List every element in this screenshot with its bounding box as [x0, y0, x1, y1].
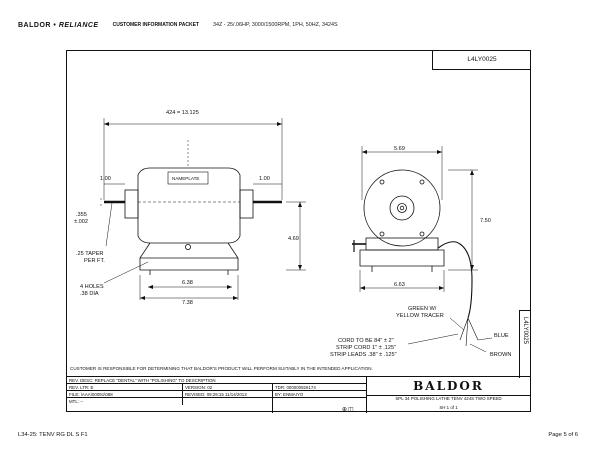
dim-left-ext: 1.00	[100, 176, 111, 182]
drawing-frame	[66, 50, 531, 412]
dim-end-width: 5.69	[394, 146, 405, 152]
note-brown: BROWN	[490, 352, 511, 358]
side-drawing-number-box: L4LY0025	[519, 310, 531, 378]
title-block: REV. DESC: REPLACE "DENTAL" WITH "POLISH…	[66, 376, 531, 413]
drawing-description: SPL 34 POLISHING LATHE TENV 424S TWO SPE…	[395, 396, 502, 401]
dim-base-width: 6.63	[394, 282, 405, 288]
note-cord: CORD TO BE 84" ± 2"	[338, 338, 394, 344]
packet-title: CUSTOMER INFORMATION PACKET	[112, 22, 199, 28]
page-number: Page 5 of 6	[548, 432, 578, 438]
dim-center-height: 4.69	[288, 236, 299, 242]
motor-body	[137, 167, 241, 244]
footer-doc-id: L34-25: TENV RG DL S F1	[18, 432, 88, 438]
end-base	[359, 249, 445, 267]
dim-end-height: 7.50	[480, 218, 491, 224]
power-cord	[437, 241, 473, 319]
note-taper-2: PER FT.	[84, 258, 105, 264]
switch-knob	[184, 243, 191, 250]
projection-symbol-icon: ⊕◫	[342, 407, 355, 413]
note-strip-cord: STRIP CORD 1" ± .125"	[336, 345, 396, 351]
motor-spec: 34Z - 25/.06HP, 3000/1500RPM, 1PH, 50HZ,…	[212, 22, 338, 28]
nameplate-label: NAMEPLATE	[172, 176, 199, 181]
end-housing	[363, 169, 441, 247]
disclaimer: CUSTOMER IS RESPONSIBLE FOR DETERMINING …	[70, 366, 373, 371]
tb-row-rev: REV. LTR: E VERSION: 02 TDR: 00000082617…	[66, 384, 366, 391]
note-holes-2: .38 DIA	[80, 291, 99, 297]
note-blue: BLUE	[494, 333, 509, 339]
end-shaft	[397, 203, 407, 213]
sheet-number: SH 1 of 1	[439, 405, 458, 410]
note-strip-leads: STRIP LEADS .38" ± .125"	[330, 352, 397, 358]
note-taper-1: .25 TAPER	[76, 251, 103, 257]
dim-base-outer: 7.38	[182, 300, 193, 306]
dim-right-ext: 1.00	[259, 176, 270, 182]
note-green-2: YELLOW TRACER	[396, 313, 444, 319]
tb-row-mtl: MTL: --	[69, 399, 84, 404]
dim-base-inner: 6.38	[182, 280, 193, 286]
left-bearing-housing	[124, 189, 139, 219]
note-holes-1: 4 HOLES	[80, 284, 104, 290]
right-bearing-housing	[239, 189, 254, 219]
drawing-number: L4LY0025	[467, 56, 497, 63]
brand-logo: BALDOR • RELIANCE	[18, 21, 99, 29]
baldor-logo: BALDOR	[366, 377, 531, 396]
note-green-1: GREEN W/	[408, 306, 437, 312]
motor-base	[139, 242, 239, 271]
nameplate-box	[167, 171, 209, 185]
dim-shaft-tol: ±.002	[74, 219, 88, 225]
dim-overall-length: 424 = 13.125	[166, 110, 199, 116]
drawing-number-box: L4LY0025	[432, 50, 531, 70]
side-drawing-number: L4LY0025	[522, 317, 528, 344]
dim-shaft-dia: .355	[76, 212, 87, 218]
tb-row-rev-desc: REV. DESC: REPLACE "DENTAL" WITH "POLISH…	[66, 377, 366, 384]
packet-header: BALDOR • RELIANCE CUSTOMER INFORMATION P…	[18, 18, 582, 32]
tb-row-file: FILE: \AAA\00091\088 REVISED: 09:29:15 1…	[66, 391, 366, 398]
